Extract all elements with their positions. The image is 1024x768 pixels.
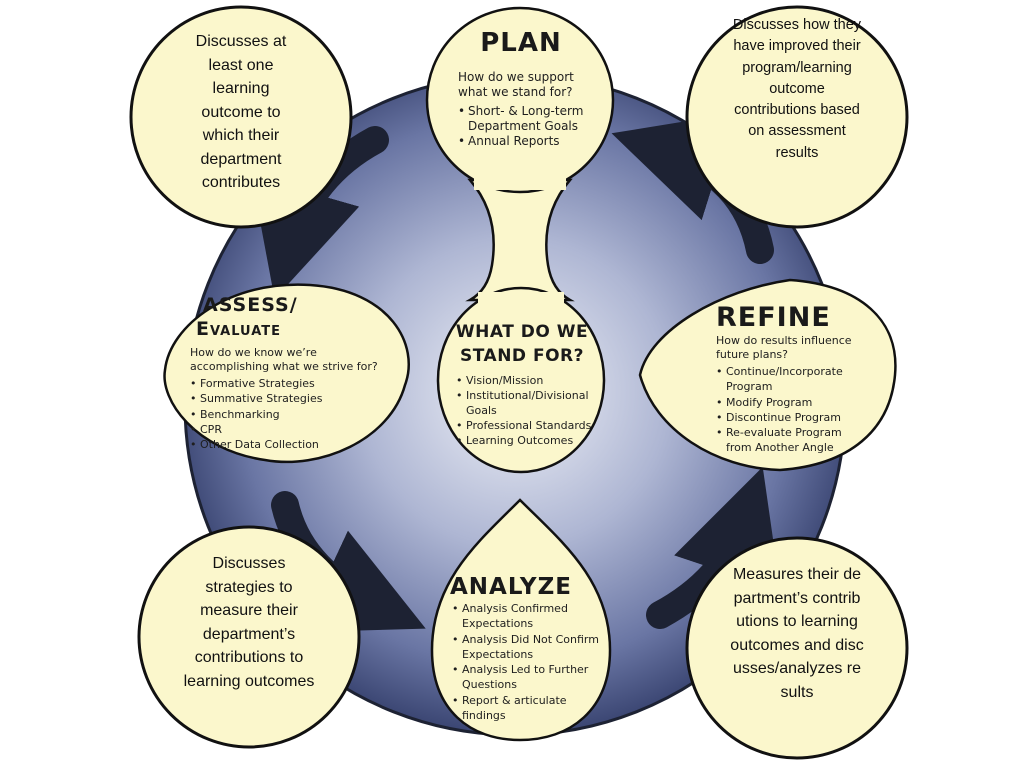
analyze-item: Analysis Led to Further Questions	[452, 662, 604, 693]
center-item: Learning Outcomes	[456, 433, 596, 448]
note-bottom-right: Measures their department’s contribution…	[730, 566, 864, 701]
assess-subtitle: How do we know we’re accomplishing what …	[190, 346, 378, 373]
assess-item: Summative Strategies	[190, 391, 360, 407]
analyze-item: Analysis Confirmed Expectations	[452, 601, 604, 632]
refine-subtitle: How do results influence future plans?	[716, 334, 852, 361]
note-top-left-circle	[129, 5, 353, 229]
plan-item: Annual Reports	[458, 134, 600, 149]
note-bottom-left-circle	[137, 525, 361, 749]
refine-item: Continue/Incorporate Program	[716, 364, 858, 395]
note-top-right: Discusses how they have improved their p…	[732, 17, 862, 161]
refine-title: REFINE	[716, 302, 831, 333]
center-item: Professional Standards	[456, 418, 596, 433]
plan-connector-shape	[465, 178, 575, 302]
plan-subtitle: How do we support what we stand for?	[458, 70, 574, 99]
analyze-title: ANALYZE	[450, 574, 572, 600]
center-title: WHAT DO WE STAND FOR?	[455, 322, 589, 366]
note-bottom-left: Discusses strategies to measure their de…	[183, 555, 315, 690]
analyze-items: Analysis Confirmed Expectations Analysis…	[452, 601, 604, 723]
center-item: Vision/Mission	[456, 373, 596, 388]
plan-title: PLAN	[480, 28, 562, 58]
assess-item: CPR	[190, 422, 360, 438]
assess-title-line2: Evaluate	[196, 318, 281, 340]
center-items: Vision/Mission Institutional/Divisional …	[456, 373, 596, 448]
refine-item: Re-evaluate Program from Another Angle	[716, 425, 858, 456]
plan-items: Short- & Long-term Department Goals Annu…	[458, 104, 600, 149]
analyze-item: Report & articulate findings	[452, 693, 604, 724]
note-top-left: Discusses at least one learning outcome …	[195, 33, 287, 191]
assess-title-line1: ASSESS/	[203, 294, 298, 316]
assess-item: Other Data Collection	[190, 437, 360, 453]
analyze-item: Analysis Did Not Confirm Expectations	[452, 632, 604, 663]
refine-item: Modify Program	[716, 395, 858, 411]
cycle-arrow-bottom-right	[646, 466, 781, 629]
refine-items: Continue/Incorporate Program Modify Prog…	[716, 364, 858, 456]
note-top-right-circle	[685, 5, 909, 229]
assess-item: Benchmarking	[190, 407, 360, 423]
assess-items: Formative Strategies Summative Strategie…	[190, 376, 360, 453]
refine-item: Discontinue Program	[716, 410, 858, 426]
plan-item: Short- & Long-term Department Goals	[458, 104, 600, 134]
note-bottom-right-circle	[685, 536, 909, 760]
assess-item: Formative Strategies	[190, 376, 360, 392]
center-item: Institutional/Divisional Goals	[456, 388, 596, 418]
